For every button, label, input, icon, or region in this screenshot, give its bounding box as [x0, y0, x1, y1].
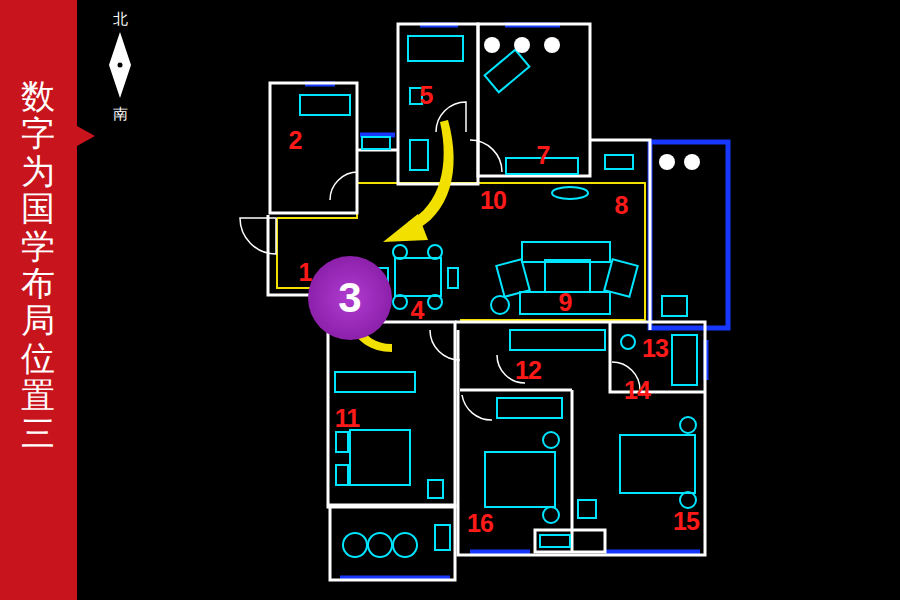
doors-part: [470, 140, 502, 172]
yellow-arrows-part: [383, 214, 428, 242]
furniture-part: [680, 492, 696, 508]
callout-number: 11: [335, 406, 359, 431]
callout-number: 10: [480, 188, 506, 213]
walls-part: [571, 390, 574, 552]
callout-number: 8: [615, 193, 628, 218]
walls-part: [590, 140, 650, 330]
furniture-part: [544, 37, 560, 53]
walls-part: [478, 24, 590, 176]
walls-part: [270, 83, 357, 213]
walls-part: [328, 322, 455, 507]
callout-number: 14: [624, 378, 650, 403]
furniture-part: [393, 245, 407, 259]
blue-windows-part: [650, 142, 728, 328]
furniture-part: [578, 500, 596, 518]
furniture-part: [336, 465, 348, 485]
walls-part: [398, 24, 478, 184]
side-title: 数字为国学布局位置三: [21, 78, 55, 452]
compass-letter: 南: [113, 107, 128, 122]
furniture-part: [510, 330, 605, 350]
callout-number: 5: [420, 83, 433, 108]
furniture-part: [428, 295, 442, 309]
furniture-part: [335, 372, 415, 392]
furniture-part: [336, 432, 348, 452]
furniture: [300, 36, 700, 557]
yellow-arrows-part: [408, 120, 454, 232]
furniture-part: [393, 295, 407, 309]
circle-number: 3: [338, 277, 361, 319]
doors-part: [330, 172, 358, 200]
furniture-part: [545, 260, 590, 292]
furniture-part: [620, 435, 695, 493]
furniture-part: [659, 154, 675, 170]
doors-part: [240, 218, 276, 254]
walls-part: [330, 505, 455, 580]
furniture-part: [343, 533, 367, 557]
furniture-part: [448, 268, 458, 288]
furniture-part: [300, 95, 350, 115]
furniture-part: [540, 535, 570, 547]
compass-part: [118, 63, 123, 68]
furniture-part: [497, 398, 562, 418]
highlight-circle: 3: [308, 256, 392, 340]
compass-part: [109, 32, 131, 98]
callout-number: 16: [467, 511, 493, 536]
furniture-part: [605, 155, 633, 169]
callout-number: 13: [642, 336, 668, 361]
furniture-part: [672, 335, 697, 385]
doors: [240, 102, 640, 420]
furniture-part: [484, 37, 500, 53]
blue-windows: [305, 25, 728, 578]
furniture-part: [350, 430, 410, 485]
furniture-part: [662, 296, 687, 316]
furniture-part: [408, 36, 463, 61]
callout-number: 1: [299, 260, 312, 285]
callout-number: 7: [537, 143, 550, 168]
doors-part: [436, 102, 466, 132]
furniture-part: [362, 137, 390, 149]
compass: [109, 32, 131, 98]
furniture-part: [684, 154, 700, 170]
compass-letter: 北: [113, 12, 128, 27]
furniture-part: [543, 507, 559, 523]
furniture-part: [428, 245, 442, 259]
furniture-part: [485, 50, 530, 93]
furniture-part: [514, 37, 530, 53]
walls-part: [455, 322, 705, 555]
furniture-part: [543, 432, 559, 448]
side-band: [0, 0, 77, 600]
furniture-part: [368, 533, 392, 557]
furniture-part: [621, 335, 635, 349]
callout-number: 9: [559, 290, 572, 315]
furniture-part: [552, 187, 588, 199]
band-pointer: [77, 126, 95, 146]
walls: [268, 24, 705, 580]
furniture-part: [428, 480, 443, 498]
furniture-part: [491, 296, 509, 314]
furniture-part: [680, 417, 696, 433]
callout-number: 4: [411, 298, 424, 323]
callout-number: 12: [515, 358, 541, 383]
callout-number: 15: [673, 509, 699, 534]
callout-number: 2: [289, 128, 302, 153]
furniture-part: [395, 258, 441, 296]
furniture-part: [410, 140, 428, 170]
walls-part: [460, 389, 572, 392]
walls-part: [535, 530, 605, 552]
doors-part: [430, 330, 460, 360]
furniture-part: [435, 525, 450, 550]
furniture-part: [485, 452, 555, 507]
doors-part: [462, 395, 492, 420]
furniture-part: [393, 533, 417, 557]
